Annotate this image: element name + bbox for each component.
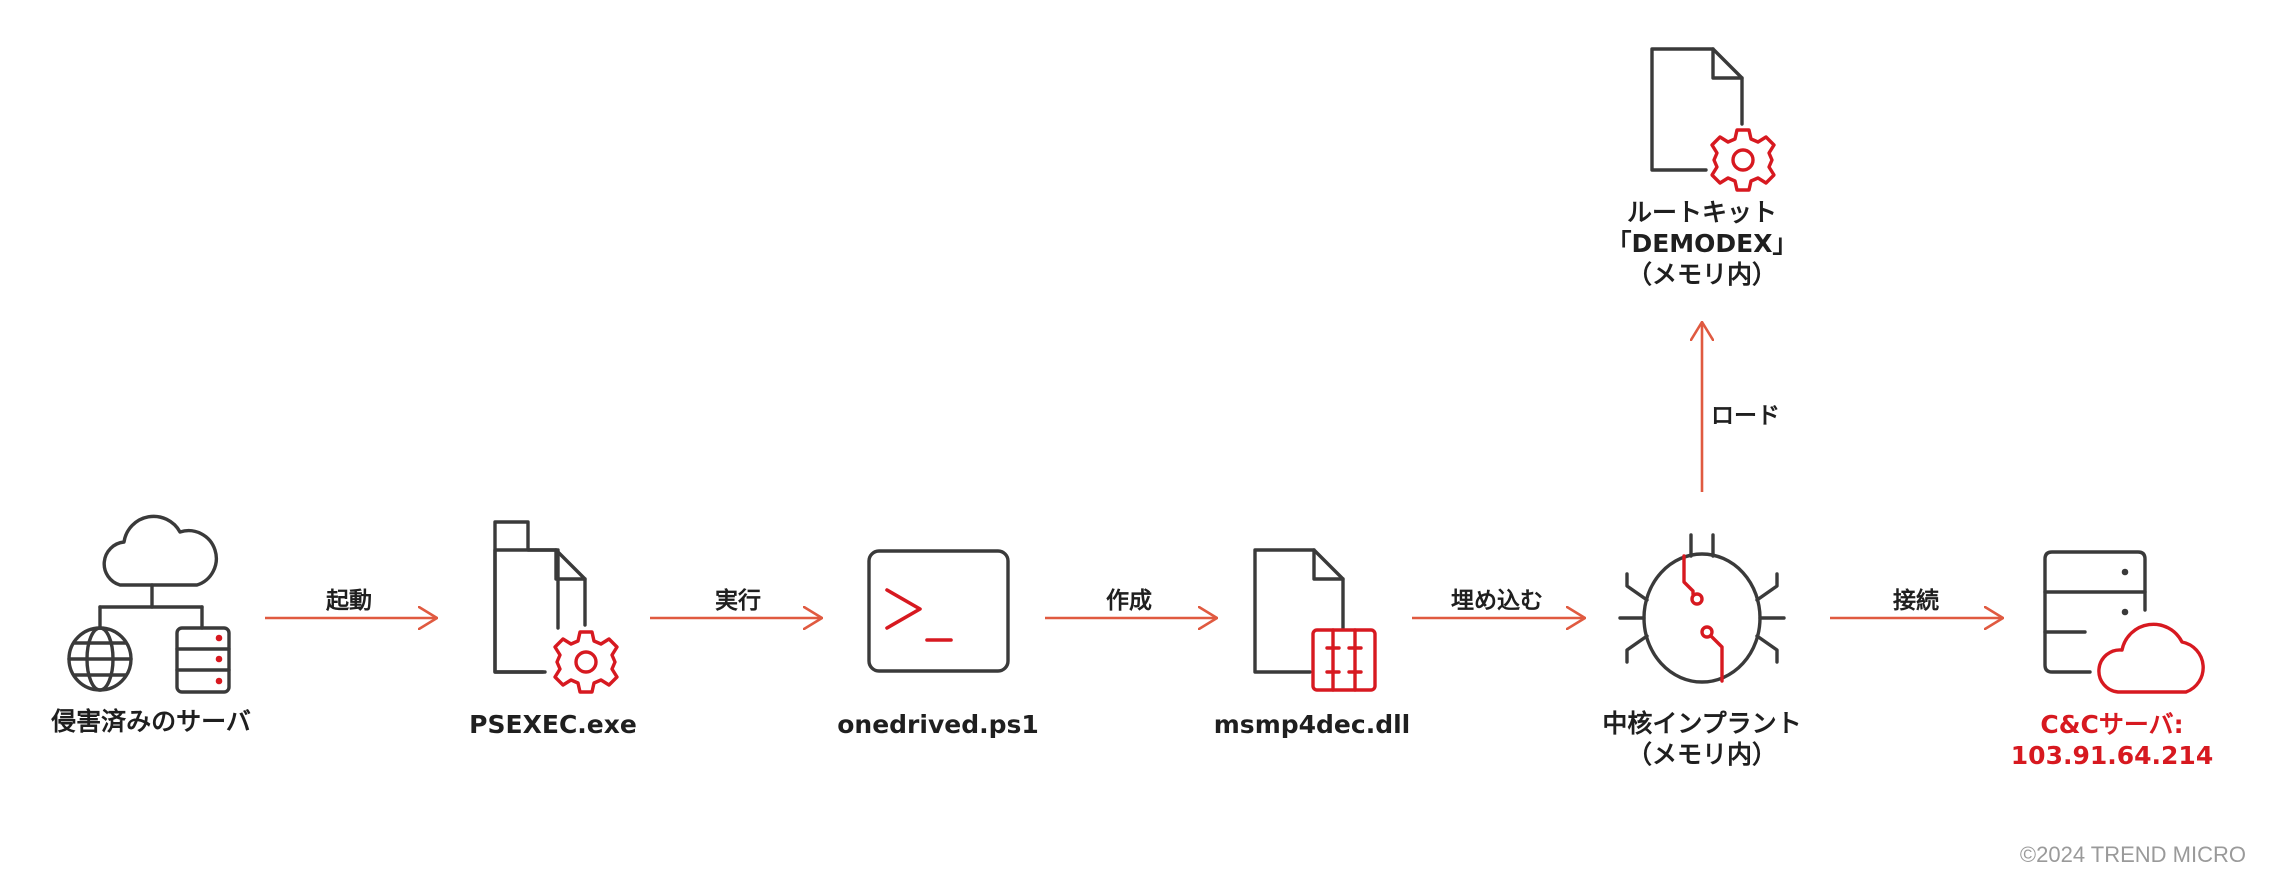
msmp4dec-label: msmp4dec.dll: [1213, 710, 1411, 739]
bug-icon: [1618, 533, 1786, 684]
psexec-file-icon: [493, 520, 560, 674]
edge-load-label: ロード: [1711, 403, 1780, 429]
edges: [265, 322, 2003, 618]
core-implant-label: 中核インプラント （メモリ内）: [1602, 709, 1802, 769]
edge-embed-label: 埋め込む: [1451, 588, 1543, 614]
psexec-file-outline: [493, 548, 587, 674]
rootkit-gear-icon: [1710, 128, 1776, 192]
edge-launch-label: 起動: [326, 588, 372, 614]
rootkit-label: ルートキット 「DEMODEX」 （メモリ内）: [1606, 198, 1798, 289]
cloud-network-server-icon: [67, 514, 231, 694]
server-cloud-icon: [2043, 550, 2205, 694]
edge-create-label: 作成: [1106, 588, 1152, 614]
terminal-icon: [867, 549, 1010, 673]
rootkit-file-outline: [1650, 47, 1744, 172]
file-library-icon: [1253, 548, 1377, 692]
edge-execute-label: 実行: [715, 588, 761, 614]
edge-connect-label: 接続: [1893, 588, 1939, 614]
compromised-server-label: 侵害済みのサーバ: [51, 707, 251, 736]
onedrived-label: onedrived.ps1: [837, 710, 1039, 739]
psexec-label: PSEXEC.exe: [469, 710, 637, 739]
psexec-gear-icon: [553, 630, 619, 694]
cc-server-label: C&Cサーバ: 103.91.64.214: [2010, 710, 2214, 770]
copyright-text: ©2024 TREND MICRO: [2019, 842, 2246, 867]
